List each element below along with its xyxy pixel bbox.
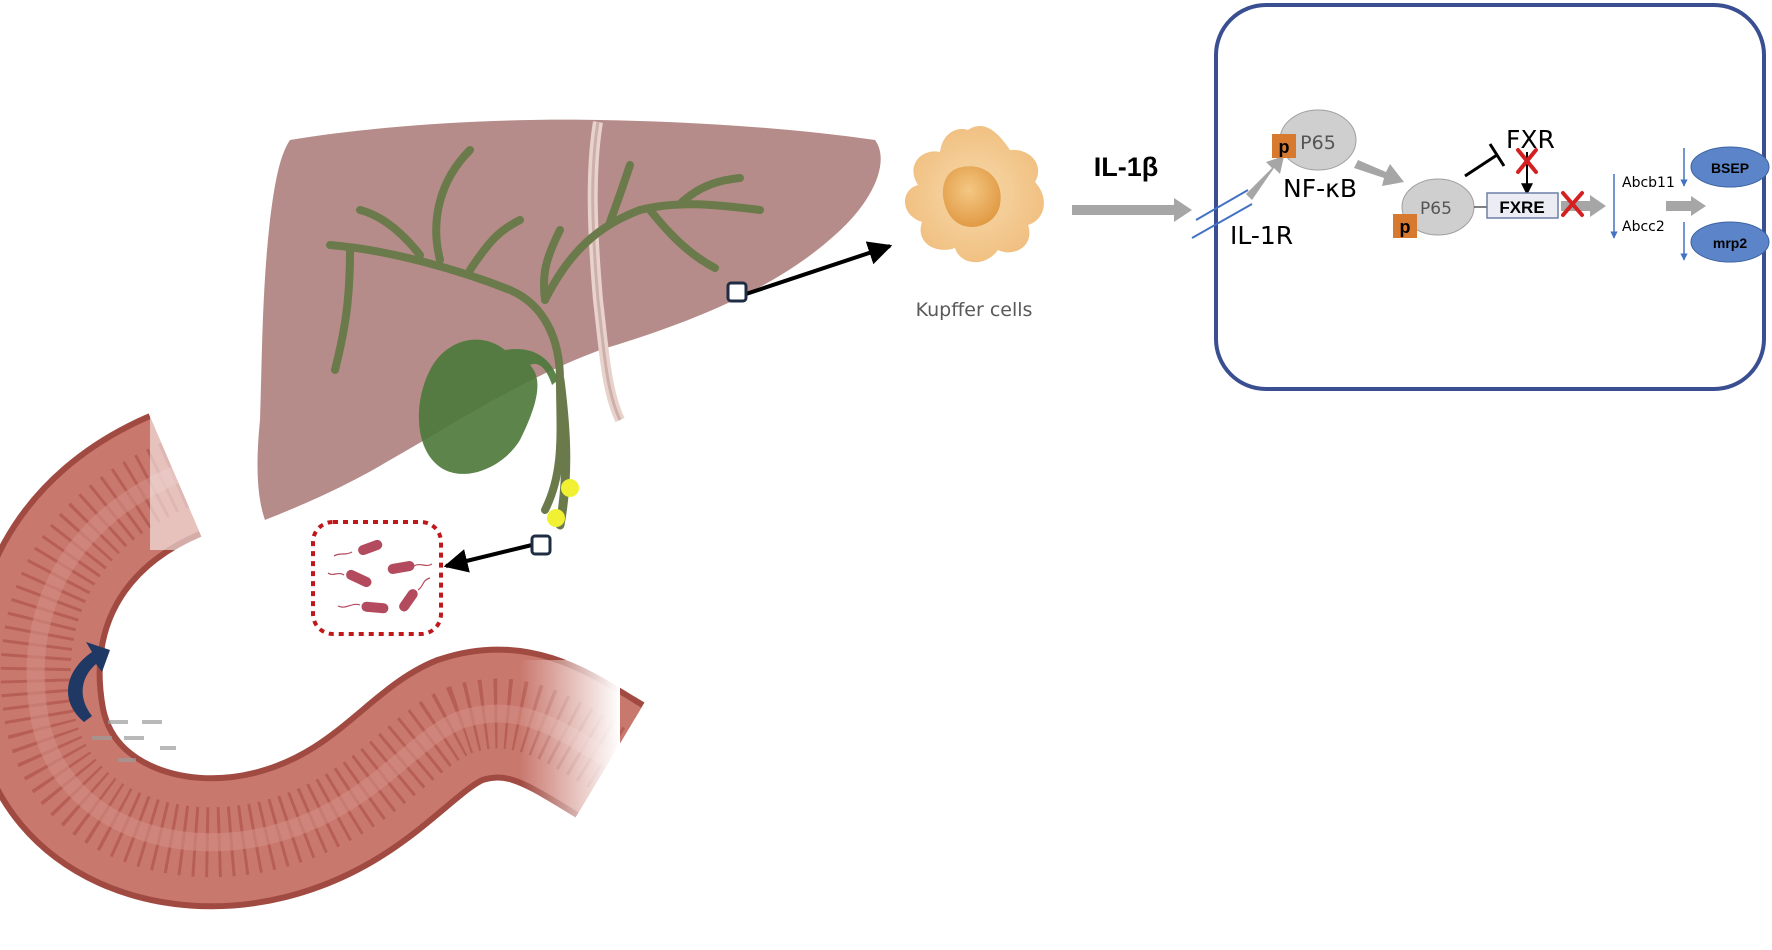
il1r-receptor: [1191, 189, 1253, 239]
il1b-label: IL-1β: [1094, 152, 1158, 182]
curved-arrow-icon: [68, 642, 110, 722]
intestine: [0, 400, 645, 910]
fxre-output-arrow: [1561, 195, 1606, 217]
gut-dashes: [92, 720, 176, 762]
p-top-label: p: [1279, 137, 1290, 157]
abcb11-label: Abcb11: [1622, 175, 1675, 191]
inhibition-x-icon: [1516, 148, 1538, 174]
hepatocyte-cell-border: [1214, 3, 1766, 391]
phospho-nuclear: [1393, 214, 1417, 238]
fxre-box: [1486, 192, 1559, 219]
liver: [257, 119, 881, 530]
p65-nuclear-label: P65: [1420, 199, 1452, 219]
phospho-top: [1272, 134, 1296, 158]
abcc2-label: Abcc2: [1622, 219, 1665, 235]
receptor-to-p65-arrow: [1246, 156, 1284, 200]
p-nuclear-label: p: [1400, 217, 1411, 237]
il1r-label: IL-1R: [1230, 221, 1293, 250]
kupffer-cell-icon: [904, 125, 1044, 263]
liver-to-kupffer-connector: [726, 241, 893, 303]
gene-to-transporter-arrow: [1666, 196, 1706, 216]
nfkb-label: NF-κB: [1283, 174, 1357, 203]
p65-translocation-arrow: [1354, 160, 1404, 186]
bile-acid-dot: [561, 479, 579, 497]
bsep-label: BSEP: [1711, 160, 1749, 176]
p65-top-label: P65: [1300, 132, 1336, 154]
mrp2-label: mrp2: [1713, 235, 1747, 251]
fxre-label: FXRE: [1499, 198, 1544, 217]
bile-to-bacteria-connector: [443, 534, 552, 573]
kupffer-cells-label: Kupffer cells: [916, 299, 1033, 321]
il1b-arrow: [1072, 198, 1192, 222]
bsep-transporter: [1690, 146, 1770, 188]
fxr-inhibition-line: [1464, 153, 1498, 178]
bacteria-icon: [327, 539, 433, 614]
inhibition-x-icon: [1561, 191, 1584, 217]
bile-acid-dot: [547, 509, 565, 527]
mrp2-transporter: [1690, 221, 1770, 263]
bile-duct-tree: [326, 146, 764, 514]
fxr-label: FXR: [1506, 125, 1555, 154]
gallbladder: [418, 339, 558, 474]
bacteria-box: [311, 520, 443, 636]
